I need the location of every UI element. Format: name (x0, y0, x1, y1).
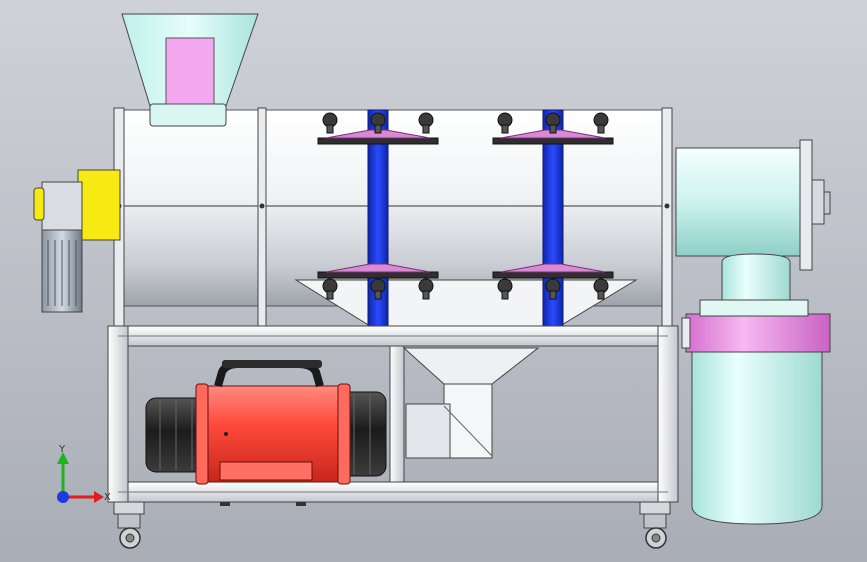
clamp-stem (422, 290, 430, 300)
clamp-stem (549, 124, 557, 134)
drive-motor (33, 169, 121, 313)
bracket-arm (500, 129, 606, 139)
triad-x-label: X (104, 492, 111, 503)
clamp-stem (501, 290, 509, 300)
triad-y-label: Y (58, 444, 66, 455)
feed-hopper (121, 13, 259, 127)
blower-fan (145, 360, 387, 485)
clamp-stem (597, 124, 605, 134)
clamp-stem (422, 124, 430, 134)
caster-wheels (113, 501, 671, 549)
clamp-rail (492, 271, 614, 279)
clamp-stem (326, 124, 334, 134)
caster-left (113, 501, 145, 549)
clamp-stem (374, 290, 382, 300)
clamp-stem (549, 290, 557, 300)
clamp-stem (374, 124, 382, 134)
bracket-arm (325, 129, 431, 139)
bracket-assemblies (317, 112, 614, 300)
clamp-rail (492, 137, 614, 145)
clamp-rail (317, 271, 439, 279)
transfer-chute (402, 347, 540, 459)
clamp-stem (597, 290, 605, 300)
clamp-stem (501, 124, 509, 134)
bracket-arm (500, 263, 606, 273)
clamp-stem (326, 290, 334, 300)
outlet-duct (675, 139, 831, 271)
coordinate-triad[interactable]: Y X (57, 444, 111, 503)
hopper-window (165, 37, 215, 105)
caster-right (639, 501, 671, 549)
support-frame (107, 325, 679, 503)
bracket-arm (325, 263, 431, 273)
cyclone-collector (681, 253, 831, 525)
clamp-rail (317, 137, 439, 145)
